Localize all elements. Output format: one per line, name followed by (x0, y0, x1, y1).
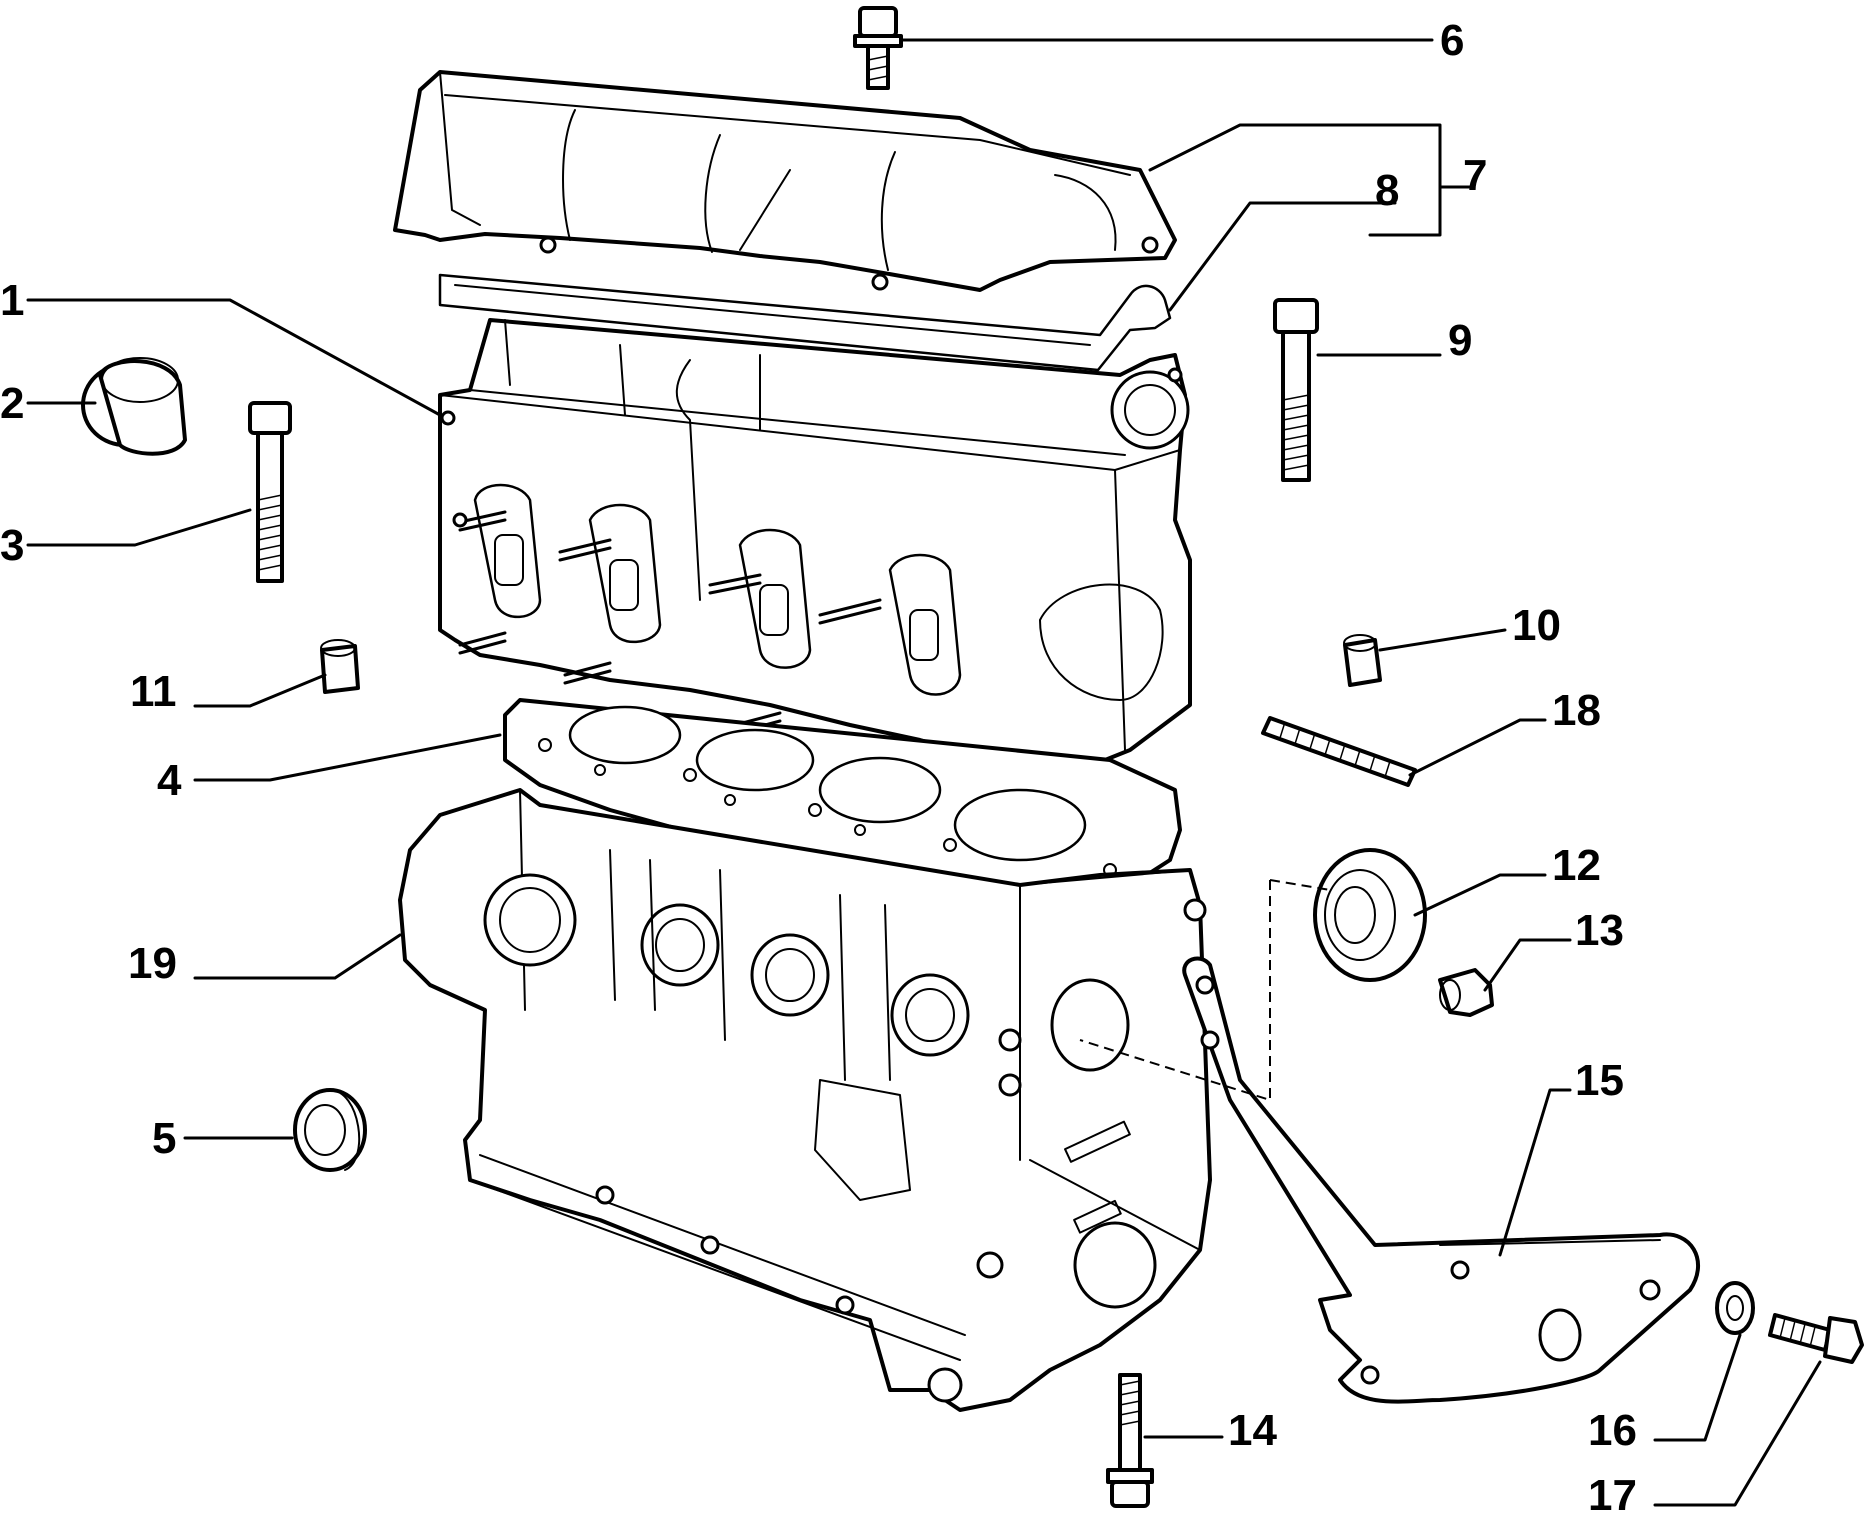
part-valve-cover (393, 70, 1177, 292)
alignment-line-seal (1079, 880, 1271, 1102)
callout-19: 19 (128, 939, 177, 988)
part-bolt-9 (1273, 298, 1319, 482)
part-cover-gasket (438, 273, 1172, 372)
callout-9: 9 (1448, 316, 1472, 365)
part-bolt-14 (1106, 1373, 1154, 1508)
callout-17: 17 (1588, 1471, 1637, 1513)
callout-7: 7 (1463, 151, 1487, 200)
callout-12: 12 (1552, 841, 1601, 890)
callout-15: 15 (1575, 1056, 1624, 1105)
part-cap-plug (81, 357, 187, 456)
callout-16: 16 (1588, 1406, 1637, 1455)
part-dowel-11 (320, 639, 360, 694)
alignment-line-bracket (1269, 879, 1331, 891)
part-bracket (1182, 956, 1701, 1404)
part-dowel-10 (1343, 634, 1382, 687)
callout-18: 18 (1552, 686, 1601, 735)
callout-8: 8 (1375, 166, 1399, 215)
leader-lines (26, 38, 1822, 1507)
callout-5: 5 (152, 1114, 176, 1163)
callout-2: 2 (0, 379, 24, 428)
callout-4: 4 (157, 756, 182, 805)
part-stud (1261, 716, 1417, 787)
part-bolt-17 (1768, 1313, 1864, 1364)
callout-11: 11 (130, 667, 177, 716)
callout-10: 10 (1512, 601, 1561, 650)
callout-1: 1 (0, 276, 24, 325)
part-washer-16 (1715, 1281, 1755, 1335)
callout-13: 13 (1575, 906, 1624, 955)
part-cover-bolt (853, 6, 903, 90)
part-engine-block (398, 788, 1212, 1412)
callout-3: 3 (0, 521, 24, 570)
callout-14: 14 (1228, 1406, 1277, 1455)
part-plug-13 (1438, 968, 1494, 1017)
part-oil-seal-12 (1313, 848, 1427, 982)
part-head-gasket (503, 698, 1182, 927)
part-head-bolt (248, 401, 292, 583)
callout-6: 6 (1440, 16, 1464, 65)
part-seal-ring-5 (293, 1088, 367, 1172)
callout-labels: 1 2 3 4 5 6 7 8 9 10 11 12 13 14 15 16 1… (0, 16, 1637, 1513)
